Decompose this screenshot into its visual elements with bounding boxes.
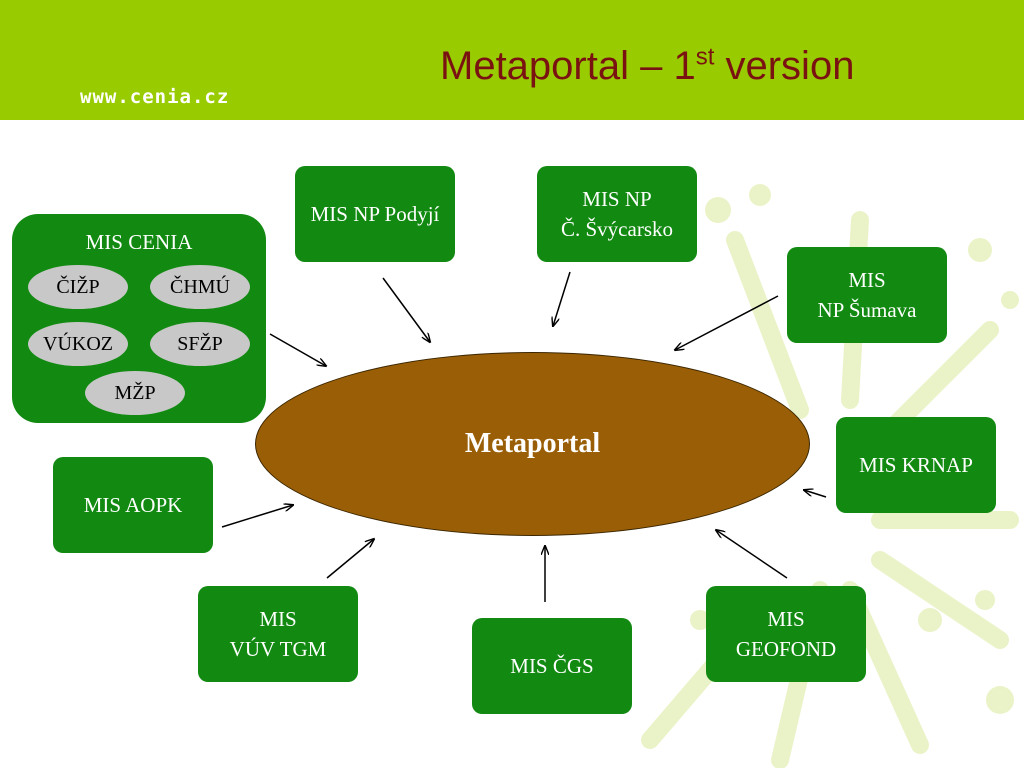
arrow-from-cenia — [269, 333, 326, 366]
node-mis-krnap-label: MIS KRNAP — [859, 453, 973, 477]
title-end: version — [714, 44, 855, 88]
node-mis-np-svycarsko: MIS NP Č. Švýcarsko — [537, 166, 697, 262]
cenia-member-chmu: ČHMÚ — [150, 265, 250, 309]
node-mis-aopk-label: MIS AOPK — [83, 493, 183, 517]
node-mis-np-podyji-label: MIS NP Podyjí — [310, 202, 440, 226]
arrow-from-vuv — [326, 539, 374, 579]
metaportal-hub: Metaportal — [255, 352, 810, 536]
slide-title: Metaportal – 1st version — [440, 44, 854, 89]
arrow-from-sumava — [675, 295, 779, 350]
node-mis-np-sumava-label: MIS NP Šumava — [817, 268, 917, 322]
mis-cenia-title: MIS CENIA — [85, 230, 193, 254]
node-mis-krnap: MIS KRNAP — [836, 417, 996, 513]
metaportal-label: Metaportal — [464, 428, 601, 459]
node-mis-geofond-label: MIS GEOFOND — [735, 607, 837, 661]
node-mis-cgs: MIS ČGS — [472, 618, 632, 714]
arrow-from-krnap — [804, 490, 827, 498]
node-mis-vuv-tgm-label: MIS VÚV TGM — [229, 607, 327, 661]
arrow-from-geofond — [716, 530, 788, 579]
cenia-member-vukoz: VÚKOZ — [28, 322, 128, 366]
header-bar: www.cenia.cz Metaportal – 1st version — [0, 0, 1024, 120]
arrow-from-aopk — [221, 505, 293, 528]
arrow-from-svycarsko — [553, 271, 571, 326]
node-mis-np-sumava: MIS NP Šumava — [787, 247, 947, 343]
node-mis-geofond: MIS GEOFOND — [706, 586, 866, 682]
node-mis-cgs-label: MIS ČGS — [510, 654, 594, 678]
cenia-member-sfzp: SFŽP — [150, 322, 250, 366]
mis-cenia-group: MIS CENIA ČIŽP ČHMÚ VÚKOZ SFŽP MŽP — [12, 214, 266, 423]
website-url: www.cenia.cz — [80, 86, 230, 108]
node-mis-np-podyji: MIS NP Podyjí — [295, 166, 455, 262]
cenia-member-cizp: ČIŽP — [28, 265, 128, 309]
title-main: Metaportal – 1 — [440, 44, 696, 88]
node-mis-vuv-tgm: MIS VÚV TGM — [198, 586, 358, 682]
arrow-from-podyji — [382, 277, 430, 342]
node-mis-aopk: MIS AOPK — [53, 457, 213, 553]
node-mis-np-svycarsko-label: MIS NP Č. Švýcarsko — [561, 187, 673, 241]
title-superscript: st — [695, 43, 715, 71]
cenia-member-mzp: MŽP — [85, 371, 185, 415]
